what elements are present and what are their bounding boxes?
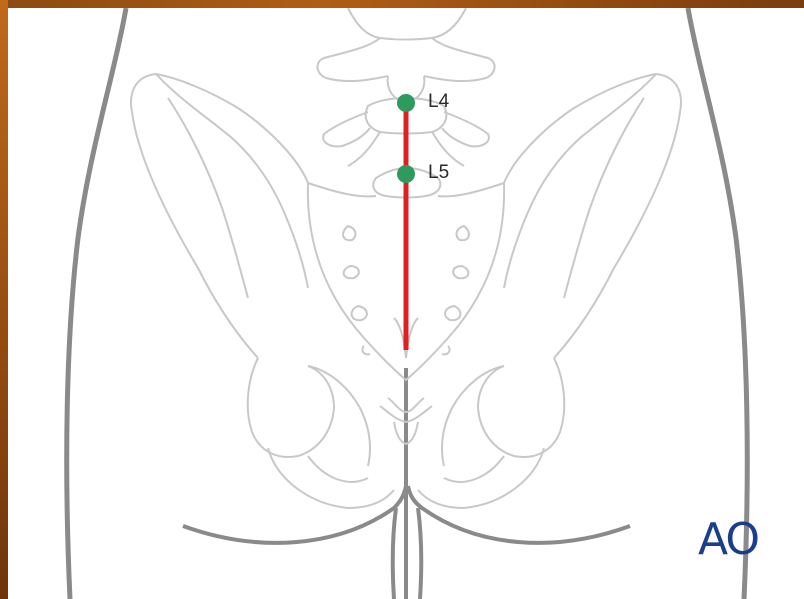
pelvis-svg: [8, 8, 804, 599]
ao-logo: AO: [698, 514, 758, 565]
body-outline-right: [688, 8, 747, 599]
gluteal-fold-left: [183, 486, 406, 543]
thigh-inner-right: [418, 508, 421, 599]
window-frame-left: [0, 0, 8, 599]
gluteal-fold-right: [408, 486, 630, 543]
l5-marker: [397, 165, 415, 183]
thigh-inner-left: [393, 508, 396, 599]
l5-label: L5: [428, 163, 449, 182]
l4-marker: [397, 94, 415, 112]
window-frame-top: [0, 0, 804, 8]
body-outline-left: [67, 8, 126, 599]
pelvis-illustration: L4 L5 AO: [8, 8, 804, 599]
l4-label: L4: [428, 92, 449, 111]
